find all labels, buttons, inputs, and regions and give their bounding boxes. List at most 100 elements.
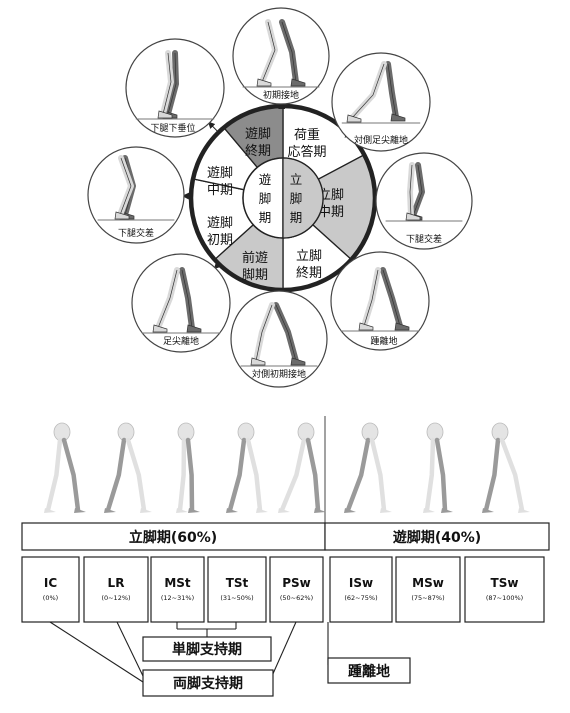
skeleton-foot <box>256 508 268 513</box>
foot <box>157 110 173 119</box>
phase-range: (75~87%) <box>411 594 444 602</box>
stance-header-box <box>21 522 326 551</box>
walking-skeleton <box>482 422 530 513</box>
connector-line <box>271 621 297 677</box>
event-bubble <box>330 251 430 351</box>
skeleton-foot <box>278 508 290 513</box>
phase-box-ic: IC(0%) <box>21 556 80 623</box>
event-bubble <box>232 7 330 105</box>
pelvis <box>53 422 71 442</box>
leg-light-outline <box>162 52 172 115</box>
foot <box>290 357 306 366</box>
center-swing-char-2: 脚 <box>259 191 272 206</box>
phase-box-tsw: TSw (87~100%) <box>464 556 545 623</box>
event-label: 対側初期接地 <box>252 368 306 380</box>
phase-abbr: ISw <box>349 576 373 590</box>
skeleton-foot <box>104 508 116 513</box>
pelvis <box>177 422 195 442</box>
segment-label-initial-swing: 遊脚 <box>207 215 233 231</box>
skeleton-foot <box>482 508 494 513</box>
skeleton-leg <box>424 437 436 513</box>
leg-dark-outline <box>275 304 297 362</box>
skeleton-leg <box>61 437 81 513</box>
skeleton-leg <box>45 437 63 513</box>
pelvis <box>426 422 444 442</box>
skeleton-foot <box>441 508 453 513</box>
event-heel-off: 踵離地 <box>330 251 430 351</box>
leg-light-outline <box>119 157 132 216</box>
skeleton-leg <box>305 437 321 513</box>
single-support-box <box>142 636 272 662</box>
center-stance-char-2: 脚 <box>290 191 303 206</box>
event-toe-off: 足尖離地 <box>131 253 231 353</box>
pelvis <box>297 422 315 442</box>
phase-box-tst: TSt(31~50%) <box>207 556 267 623</box>
pelvis <box>117 422 135 442</box>
skeleton-foot <box>380 508 392 513</box>
phase-abbr: TSw <box>491 576 519 590</box>
skeleton-leg <box>483 437 501 513</box>
walking-skeleton <box>176 422 200 513</box>
foot <box>256 78 272 87</box>
phase-range: (87~100%) <box>486 594 523 602</box>
segment-label-terminal-swing: 終期 <box>245 143 271 159</box>
skeleton-leg <box>125 437 147 513</box>
event-label: 対側足尖離地 <box>354 134 408 146</box>
skeleton-leg <box>499 437 525 513</box>
foot <box>346 114 362 123</box>
center-stance-char-1: 立 <box>290 172 303 187</box>
event-tibia-vertical-stance: 下腿交差 <box>375 152 473 250</box>
phase-abbr: MSt <box>164 576 191 590</box>
phase-range: (12~31%) <box>161 594 194 602</box>
segment-label-mid-swing: 遊脚 <box>207 165 233 181</box>
segment-label-loading-response: 応答期 <box>287 144 326 160</box>
event-label: 踵離地 <box>370 335 397 347</box>
foot <box>114 211 130 220</box>
swing-header-box <box>324 522 550 551</box>
walking-skeleton <box>226 422 268 513</box>
foot <box>390 113 406 122</box>
gait-timeline: 立脚期(60%) 遊脚期(40%) IC(0%)LR(0~12%)MSt(12~… <box>21 522 550 697</box>
connector-line <box>116 621 144 677</box>
skeleton-foot <box>176 508 188 513</box>
event-label: 下腿下垂位 <box>150 122 195 134</box>
leg-dark-outline <box>382 269 401 327</box>
leg-light-outline <box>255 304 273 362</box>
phase-box-frame <box>150 556 205 623</box>
event-bubble <box>375 152 473 250</box>
foot <box>394 322 410 331</box>
segment-label-loading-response: 荷重 <box>294 127 320 143</box>
skeleton-leg <box>105 437 127 513</box>
skeleton-leg <box>177 437 187 513</box>
skeleton-leg <box>434 437 448 513</box>
heel-off-box <box>327 657 411 684</box>
walking-sequence <box>44 416 530 523</box>
leg-light-outline <box>363 269 379 327</box>
phase-box-isw: ISw (62~75%) <box>329 556 393 623</box>
phase-abbr: IC <box>44 576 57 590</box>
phase-box-frame <box>464 556 545 623</box>
skeleton-leg <box>185 437 195 513</box>
skeleton-leg <box>245 437 263 513</box>
skeleton-leg <box>279 437 307 513</box>
swing-header: 遊脚期(40%) <box>393 529 481 546</box>
leg-light-outline <box>157 269 178 329</box>
event-initial-contact: 初期接地 <box>232 7 330 105</box>
phase-range: (62~75%) <box>344 594 377 602</box>
phase-box-mst: MSt (12~31%) <box>150 556 205 623</box>
segment-label-mid-stance: 立脚 <box>318 187 344 203</box>
single-support-label: 単脚支持期 <box>172 641 242 658</box>
phase-box-msw: MSw(75~87%) <box>395 556 461 623</box>
foot <box>290 78 306 87</box>
event-tibia-vertical: 下腿下垂位 <box>125 38 225 138</box>
phase-abbr: PSw <box>282 576 311 590</box>
heel-off-label: 踵離地 <box>348 663 390 680</box>
foot <box>186 324 202 333</box>
segment-label-pre-swing: 前遊 <box>242 250 268 266</box>
phase-range: (31~50%) <box>220 594 253 602</box>
phase-range: (0~12%) <box>101 594 130 602</box>
double-support-box <box>142 669 274 697</box>
phase-range: (50~62%) <box>280 594 313 602</box>
center-stance-half <box>282 157 324 239</box>
event-opposite-initial-contact: 対側初期接地 <box>230 290 328 388</box>
